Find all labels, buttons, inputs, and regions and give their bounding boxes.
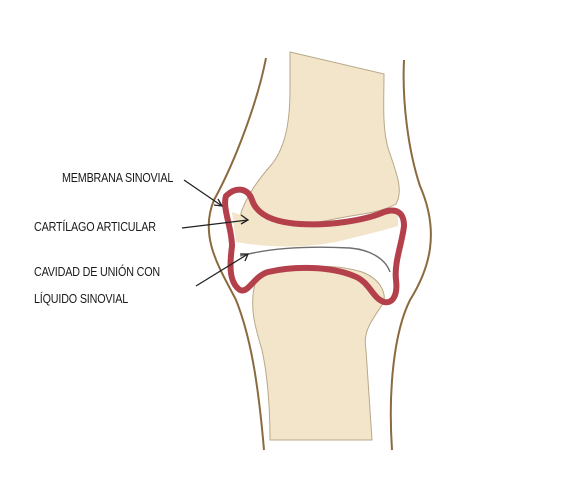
skin-outline-left [209, 58, 266, 450]
label-cavidad-line2: LÍQUIDO SINOVIAL [34, 292, 128, 306]
femur-bone [240, 52, 399, 224]
label-cavidad-line1: CAVIDAD DE UNIÓN CON [34, 265, 160, 279]
pointer-membrana [184, 180, 222, 206]
label-membrana-sinovial: MEMBRANA SINOVIAL [62, 171, 173, 185]
label-cartilago-articular: CARTÍLAGO ARTICULAR [34, 220, 156, 234]
tibia-bone [253, 266, 385, 440]
pointer-cavidad [196, 254, 248, 286]
